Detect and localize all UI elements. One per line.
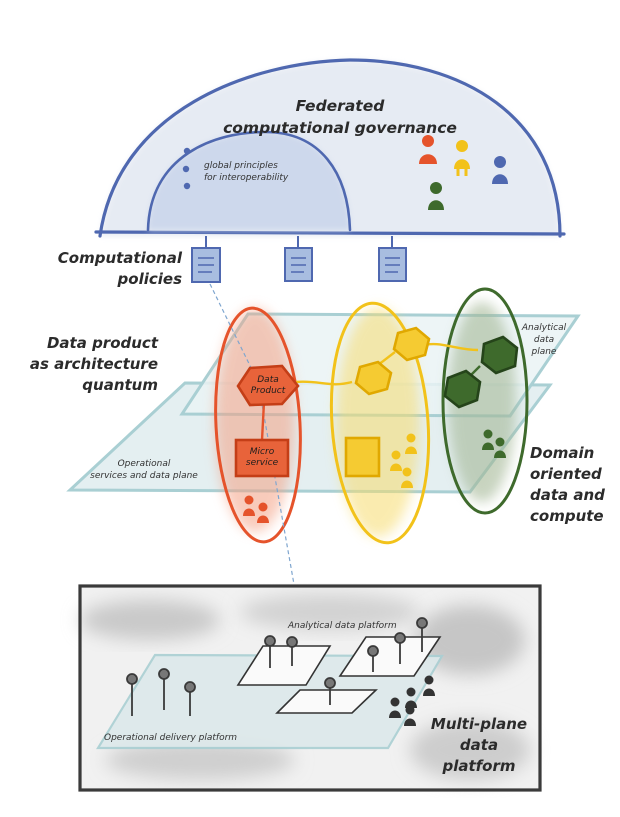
analytical-plane-label: Analytical data plane — [514, 322, 574, 358]
yellow-domain-people-icon — [390, 433, 417, 488]
platform-title-line1: Multi-plane — [430, 715, 528, 733]
policy-document-icon — [284, 247, 313, 282]
data-product-quantum-label: Data product as architecture quantum — [18, 333, 158, 396]
person-blue-icon — [492, 156, 508, 184]
platform-title-line3: platform — [442, 757, 516, 775]
governance-title: Federated computational governance — [210, 95, 470, 139]
yellow-domain — [329, 301, 431, 545]
analytical-platform-text: Analytical data platform — [288, 621, 397, 631]
principles-line1: global principles — [204, 161, 278, 171]
red-domain-people-icon — [243, 495, 269, 523]
green-data-product-icon — [480, 335, 519, 375]
platform-title: Multi-plane data platform — [424, 714, 534, 777]
governance-title-line1: Federated — [295, 97, 385, 115]
domain-label: Domain oriented data and compute — [530, 443, 620, 527]
data-product-label-line1: Data product — [46, 334, 158, 352]
data-product-box-label: Data Product — [244, 375, 292, 397]
microservice-box-label: Micro service — [238, 447, 286, 469]
analytical-platform-label: Analytical data platform — [288, 620, 438, 632]
domain-label-line3: data and — [530, 486, 605, 504]
data-product-label-line3: quantum — [82, 376, 158, 394]
policies-line2: policies — [117, 270, 182, 288]
operational-delivery-plane — [96, 653, 444, 750]
domain-label-line1: Domain — [530, 444, 595, 462]
data-product-box-line1: Data — [257, 375, 279, 385]
policy-document-icon — [191, 247, 221, 283]
governance-title-line2: computational governance — [223, 119, 457, 137]
policy-documents — [205, 236, 393, 248]
analytical-plane-line3: plane — [531, 347, 557, 357]
governance-people — [419, 135, 508, 210]
policies-label: Computational policies — [42, 248, 182, 290]
principles-label: global principles for interoperability — [204, 160, 324, 184]
person-green-icon — [428, 182, 444, 210]
yellow-data-product-icon — [392, 326, 431, 362]
operational-plane-line1: Operational — [117, 459, 171, 469]
person-yellow-icon — [454, 140, 470, 176]
domain-label-line2: oriented — [530, 465, 602, 483]
data-product-node — [236, 364, 300, 407]
yellow-data-product-icon — [354, 360, 393, 396]
microservice-node — [234, 438, 290, 478]
data-product-label-line2: as architecture — [29, 355, 158, 373]
principles-line2: for interoperability — [204, 173, 289, 183]
operational-plane-line2: services and data plane — [90, 471, 198, 481]
platform-people-icon — [389, 675, 435, 726]
person-red-icon — [419, 135, 437, 164]
domain-label-line4: compute — [530, 507, 604, 525]
operational-plane-label: Operational services and data plane — [70, 458, 218, 482]
policy-document-icon — [378, 247, 407, 282]
green-data-product-icon — [443, 369, 482, 409]
policy-link-line — [209, 283, 301, 619]
platform-pins — [126, 617, 428, 716]
microservice-box-line2: service — [245, 458, 279, 468]
platform-title-line2: data — [459, 736, 499, 754]
microservice-box-line1: Micro — [249, 447, 275, 457]
analytical-platform-tiles — [236, 636, 442, 714]
operational-platform-label: Operational delivery platform — [104, 732, 274, 744]
yellow-service-icon — [344, 436, 381, 478]
analytical-plane-line2: data — [533, 335, 555, 345]
operational-platform-text: Operational delivery platform — [104, 733, 238, 743]
governance-dome — [94, 58, 566, 238]
analytical-plane-line1: Analytical — [521, 323, 567, 333]
policies-line1: Computational — [57, 249, 182, 267]
principle-bullets — [182, 147, 191, 190]
green-domain-people-icon — [482, 429, 506, 458]
data-product-box-line2: Product — [250, 386, 286, 396]
